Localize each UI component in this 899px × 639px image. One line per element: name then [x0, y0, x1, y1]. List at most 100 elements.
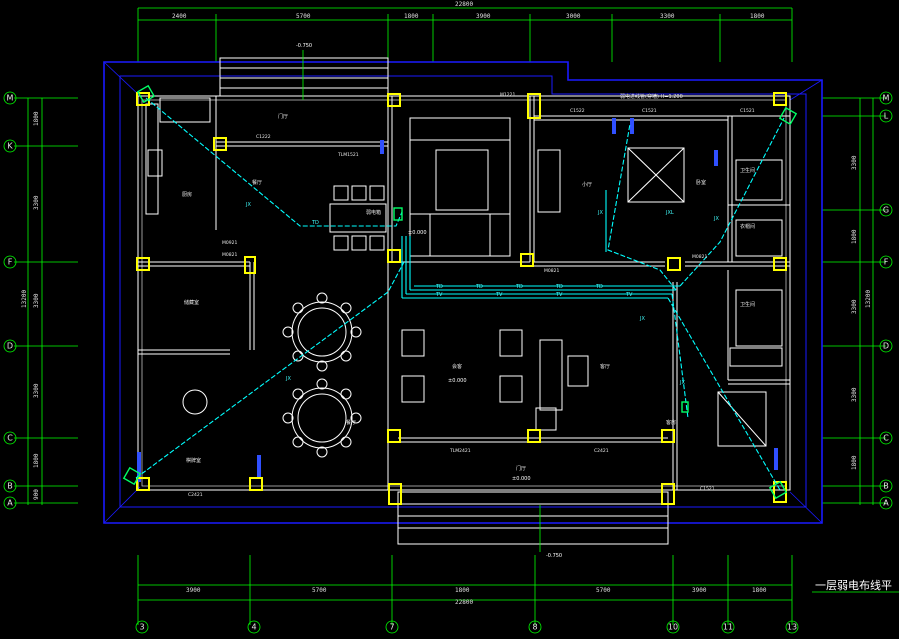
door-label: M1221 [500, 92, 515, 98]
grid-label-left-k: K [7, 142, 13, 151]
jx-label: JX [713, 216, 719, 222]
top-dim-1: 2400 [172, 13, 187, 20]
grid-label-bottom-8: 8 [532, 623, 537, 632]
columns [136, 92, 787, 505]
bottom-dim-2: 5700 [312, 587, 327, 594]
window-label: TLM1521 [337, 152, 359, 158]
grid-label-right-m: M [883, 94, 890, 103]
top-dim-7: 1800 [750, 13, 765, 20]
top-dim-5: 3000 [566, 13, 581, 20]
cable-labels: TD TD TD TD TD TD TV TV TV TV JX JX JX J… [245, 93, 719, 386]
window-label: TLM2421 [449, 448, 471, 454]
room-bath1: 卫生间 [740, 167, 755, 174]
grid-label-bottom-10: 10 [668, 623, 678, 632]
tv-label: TV [495, 292, 503, 298]
td-label: TD [595, 284, 603, 290]
room-storage: 储藏室 [184, 299, 199, 306]
round-tables [182, 292, 362, 458]
td-label: TD [435, 284, 443, 290]
bottom-total-dim: 22800 [455, 599, 473, 606]
grid-label-left-a: A [7, 499, 13, 508]
weak-note-label: 弱电进线管(穿墙) H=1.200 [620, 93, 683, 100]
tv-label: TV [435, 292, 443, 298]
walls [137, 57, 791, 545]
level-entrance: ±0.000 [512, 476, 531, 482]
grid-label-right-a: A [883, 499, 889, 508]
grid-label-left-b: B [7, 482, 13, 491]
right-dim-3: 3300 [851, 299, 858, 314]
roof-outline [103, 61, 823, 524]
top-dim-6: 3300 [660, 13, 675, 20]
window-label: C2421 [188, 492, 203, 498]
top-total-dim: 22800 [455, 1, 473, 8]
jx-label: JX [597, 210, 603, 216]
grid-label-left-c: C [7, 434, 13, 443]
right-dim-1: 3300 [851, 155, 858, 170]
grid-label-bottom-4: 4 [251, 623, 256, 632]
grid-label-left-m: M [7, 94, 14, 103]
window-label: C1521 [700, 486, 715, 492]
room-dining-small: 餐厅 [252, 179, 262, 186]
door-label: M0921 [222, 240, 237, 246]
left-total-dim: 13200 [21, 290, 28, 308]
drawing-title: 一层弱电布线平 [815, 578, 892, 592]
top-dim-2: 5700 [296, 13, 311, 20]
jx-label: JX [285, 376, 291, 382]
room-study: 小厅 [582, 181, 592, 188]
grid-label-left-d: D [7, 342, 13, 351]
jx-label: JX [639, 316, 645, 322]
room-banquet: 餐厅 [346, 419, 356, 426]
grid-label-right-d: D [883, 342, 889, 351]
grid-label-bottom-13: 13 [787, 623, 797, 632]
window-label: C1521 [740, 108, 755, 114]
room-bedroom: 卧室 [696, 179, 706, 186]
door-label: M0821 [222, 252, 237, 258]
room-guest: 客房 [666, 419, 676, 426]
room-labels: 厨房 门厅 餐厅 储藏室 棋牌室 餐厅 小厅 卧室 卫生间 衣帽间 卫生间 会客… [182, 113, 755, 472]
bottom-dim-5: 3900 [692, 587, 707, 594]
bottom-dim-1: 3900 [186, 587, 201, 594]
room-parlor: 会客 [452, 363, 462, 370]
cable-devices [122, 84, 798, 500]
tv-label: TV [555, 292, 563, 298]
grid-label-bottom-11: 11 [723, 623, 733, 632]
room-kitchen: 厨房 [182, 191, 192, 198]
grid-label-right-l: L [884, 112, 889, 121]
grid-label-right-f: F [884, 258, 889, 267]
tv-label: TV [625, 292, 633, 298]
door-label: M0821 [692, 254, 707, 260]
grid-label-bottom-3: 3 [139, 623, 144, 632]
opening-labels: C1222 TLM1521 C1522 C1521 C1521 C2421 TL… [188, 92, 755, 498]
level-top-outside: -0.750 [296, 43, 312, 49]
grid-label-right-b: B [883, 482, 889, 491]
room-bath2: 卫生间 [740, 301, 755, 308]
left-dim-3: 3300 [33, 293, 40, 308]
right-dim-5: 1800 [851, 455, 858, 470]
window-label: C2421 [594, 448, 609, 454]
windows [137, 118, 778, 482]
td-label: TD [555, 284, 563, 290]
grid-label-bottom-7: 7 [389, 623, 394, 632]
right-dim-2: 1800 [851, 229, 858, 244]
dimension-lines [14, 7, 899, 625]
jx-label: JX [245, 202, 251, 208]
cable-runs [135, 97, 785, 491]
right-dim-4: 3300 [851, 387, 858, 402]
level-living: ±0.000 [448, 378, 467, 384]
weak-box-label: 弱电箱 [366, 209, 381, 216]
level-hall: ±0.000 [408, 230, 427, 236]
top-dim-3: 1800 [404, 13, 419, 20]
room-foyer: 门厅 [516, 465, 526, 472]
grid-label-right-g: G [883, 206, 889, 215]
left-dim-2: 3300 [33, 195, 40, 210]
right-total-dim: 13200 [865, 290, 872, 308]
room-kitchen-door: 门厅 [278, 113, 288, 120]
bottom-dim-3: 1800 [455, 587, 470, 594]
window-label: C1222 [256, 134, 271, 140]
left-dim-1: 1800 [33, 111, 40, 126]
td-label: TD [475, 284, 483, 290]
left-dim-5: 1800 [33, 453, 40, 468]
window-label: C1521 [642, 108, 657, 114]
room-cloak: 衣帽间 [740, 223, 755, 230]
